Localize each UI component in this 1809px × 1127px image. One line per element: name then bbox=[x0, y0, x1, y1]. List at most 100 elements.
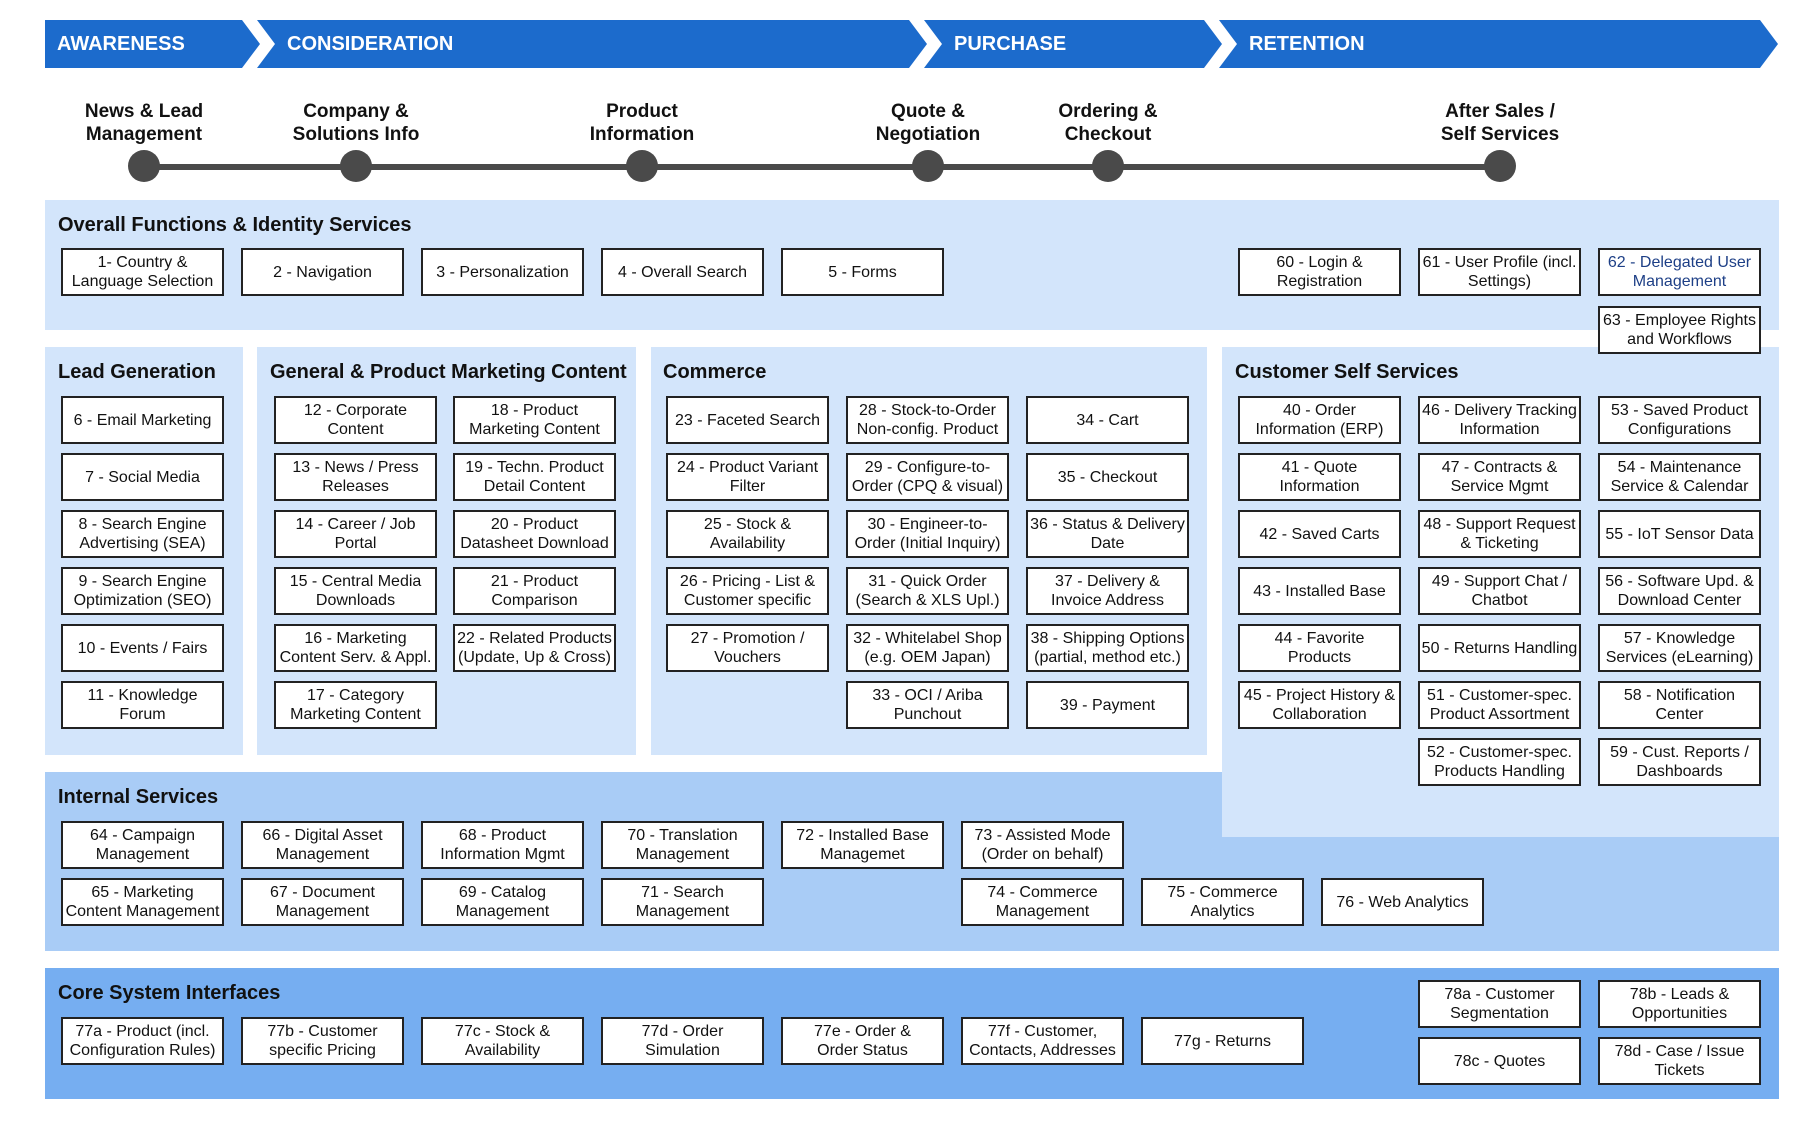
stage-label-product: Product Information bbox=[589, 101, 695, 145]
capability-box: 37 - Delivery & Invoice Address bbox=[1026, 567, 1189, 615]
capability-box: 14 - Career / Job Portal bbox=[274, 510, 437, 558]
capability-box: 77c - Stock & Availability bbox=[421, 1017, 584, 1065]
capability-box: 29 - Configure-to- Order (CPQ & visual) bbox=[846, 453, 1009, 501]
capability-box: 77a - Product (incl. Configuration Rules… bbox=[61, 1017, 224, 1065]
capability-box: 52 - Customer-spec. Products Handling bbox=[1418, 738, 1581, 786]
stage-label-after-sales: After Sales / Self Services bbox=[1440, 101, 1560, 145]
stage-label-news-lead: News & Lead Management bbox=[84, 101, 204, 145]
customer-journey-timeline bbox=[142, 164, 1494, 170]
capability-box: 60 - Login & Registration bbox=[1238, 248, 1401, 296]
phase-awareness: AWARENESS bbox=[45, 20, 260, 68]
section-title-marketing: General & Product Marketing Content bbox=[270, 361, 627, 383]
capability-box: 11 - Knowledge Forum bbox=[61, 681, 224, 729]
capability-box: 43 - Installed Base bbox=[1238, 567, 1401, 615]
capability-box: 68 - Product Information Mgmt bbox=[421, 821, 584, 869]
capability-box: 38 - Shipping Options (partial, method e… bbox=[1026, 624, 1189, 672]
capability-box: 44 - Favorite Products bbox=[1238, 624, 1401, 672]
capability-box: 47 - Contracts & Service Mgmt bbox=[1418, 453, 1581, 501]
section-title-core: Core System Interfaces bbox=[58, 982, 281, 1004]
capability-box: 34 - Cart bbox=[1026, 396, 1189, 444]
capability-box: 3 - Personalization bbox=[421, 248, 584, 296]
stage-marker bbox=[626, 150, 658, 182]
capability-box: 5 - Forms bbox=[781, 248, 944, 296]
capability-box: 53 - Saved Product Configurations bbox=[1598, 396, 1761, 444]
capability-box: 77e - Order & Order Status bbox=[781, 1017, 944, 1065]
capability-box: 19 - Techn. Product Detail Content bbox=[453, 453, 616, 501]
capability-box: 74 - Commerce Management bbox=[961, 878, 1124, 926]
capability-box: 21 - Product Comparison bbox=[453, 567, 616, 615]
capability-box: 17 - Category Marketing Content bbox=[274, 681, 437, 729]
capability-box: 55 - IoT Sensor Data bbox=[1598, 510, 1761, 558]
capability-box: 42 - Saved Carts bbox=[1238, 510, 1401, 558]
capability-box: 22 - Related Products (Update, Up & Cros… bbox=[453, 624, 616, 672]
capability-box: 50 - Returns Handling bbox=[1418, 624, 1581, 672]
capability-box: 57 - Knowledge Services (eLearning) bbox=[1598, 624, 1761, 672]
capability-box: 20 - Product Datasheet Download bbox=[453, 510, 616, 558]
capability-box: 56 - Software Upd. & Download Center bbox=[1598, 567, 1761, 615]
capability-box: 27 - Promotion / Vouchers bbox=[666, 624, 829, 672]
stage-label-quote: Quote & Negotiation bbox=[875, 101, 981, 145]
capability-box: 67 - Document Management bbox=[241, 878, 404, 926]
capability-box: 78b - Leads & Opportunities bbox=[1598, 980, 1761, 1028]
capability-box: 54 - Maintenance Service & Calendar bbox=[1598, 453, 1761, 501]
capability-box: 10 - Events / Fairs bbox=[61, 624, 224, 672]
capability-box: 70 - Translation Management bbox=[601, 821, 764, 869]
capability-box: 58 - Notification Center bbox=[1598, 681, 1761, 729]
section-title-self-services: Customer Self Services bbox=[1235, 361, 1459, 383]
phase-retention: RETENTION bbox=[1219, 20, 1778, 68]
capability-box: 49 - Support Chat / Chatbot bbox=[1418, 567, 1581, 615]
capability-box: 62 - Delegated User Management bbox=[1598, 248, 1761, 296]
stage-marker bbox=[128, 150, 160, 182]
capability-box: 77b - Customer specific Pricing bbox=[241, 1017, 404, 1065]
capability-box: 77f - Customer, Contacts, Addresses bbox=[961, 1017, 1124, 1065]
capability-box: 1- Country & Language Selection bbox=[61, 248, 224, 296]
capability-box: 40 - Order Information (ERP) bbox=[1238, 396, 1401, 444]
capability-box: 41 - Quote Information bbox=[1238, 453, 1401, 501]
capability-box: 51 - Customer-spec. Product Assortment bbox=[1418, 681, 1581, 729]
section-title-lead: Lead Generation bbox=[58, 361, 216, 383]
stage-marker bbox=[912, 150, 944, 182]
phase-label: PURCHASE bbox=[954, 33, 1067, 55]
capability-box: 39 - Payment bbox=[1026, 681, 1189, 729]
capability-box: 61 - User Profile (incl. Settings) bbox=[1418, 248, 1581, 296]
capability-box: 46 - Delivery Tracking Information bbox=[1418, 396, 1581, 444]
capability-box: 77d - Order Simulation bbox=[601, 1017, 764, 1065]
capability-box: 76 - Web Analytics bbox=[1321, 878, 1484, 926]
capability-box: 66 - Digital Asset Management bbox=[241, 821, 404, 869]
phase-consideration: CONSIDERATION bbox=[257, 20, 927, 68]
phase-label: RETENTION bbox=[1249, 33, 1365, 55]
stage-label-ordering: Ordering & Checkout bbox=[1058, 101, 1158, 145]
section-title-commerce: Commerce bbox=[663, 361, 767, 383]
capability-box: 13 - News / Press Releases bbox=[274, 453, 437, 501]
capability-box: 78d - Case / Issue Tickets bbox=[1598, 1037, 1761, 1085]
capability-box: 64 - Campaign Management bbox=[61, 821, 224, 869]
capability-box: 4 - Overall Search bbox=[601, 248, 764, 296]
stage-marker bbox=[1092, 150, 1124, 182]
capability-box: 7 - Social Media bbox=[61, 453, 224, 501]
capability-box: 36 - Status & Delivery Date bbox=[1026, 510, 1189, 558]
capability-box: 33 - OCI / Ariba Punchout bbox=[846, 681, 1009, 729]
capability-box: 8 - Search Engine Advertising (SEA) bbox=[61, 510, 224, 558]
phase-label: AWARENESS bbox=[57, 33, 185, 55]
capability-box: 28 - Stock-to-Order Non-config. Product bbox=[846, 396, 1009, 444]
capability-box: 2 - Navigation bbox=[241, 248, 404, 296]
capability-box: 78a - Customer Segmentation bbox=[1418, 980, 1581, 1028]
capability-box: 25 - Stock & Availability bbox=[666, 510, 829, 558]
capability-box: 35 - Checkout bbox=[1026, 453, 1189, 501]
capability-box: 77g - Returns bbox=[1141, 1017, 1304, 1065]
stage-label-company: Company & Solutions Info bbox=[292, 101, 420, 145]
capability-box: 15 - Central Media Downloads bbox=[274, 567, 437, 615]
capability-box: 9 - Search Engine Optimization (SEO) bbox=[61, 567, 224, 615]
capability-box: 16 - Marketing Content Serv. & Appl. bbox=[274, 624, 437, 672]
capability-box: 63 - Employee Rights and Workflows bbox=[1598, 306, 1761, 354]
capability-box: 45 - Project History & Collaboration bbox=[1238, 681, 1401, 729]
capability-box: 12 - Corporate Content bbox=[274, 396, 437, 444]
capability-box: 48 - Support Request & Ticketing bbox=[1418, 510, 1581, 558]
capability-box: 65 - Marketing Content Management bbox=[61, 878, 224, 926]
capability-box: 30 - Engineer-to- Order (Initial Inquiry… bbox=[846, 510, 1009, 558]
capability-box: 59 - Cust. Reports / Dashboards bbox=[1598, 738, 1761, 786]
capability-box: 24 - Product Variant Filter bbox=[666, 453, 829, 501]
phase-purchase: PURCHASE bbox=[924, 20, 1222, 68]
capability-box: 6 - Email Marketing bbox=[61, 396, 224, 444]
section-title-overall: Overall Functions & Identity Services bbox=[58, 214, 412, 236]
